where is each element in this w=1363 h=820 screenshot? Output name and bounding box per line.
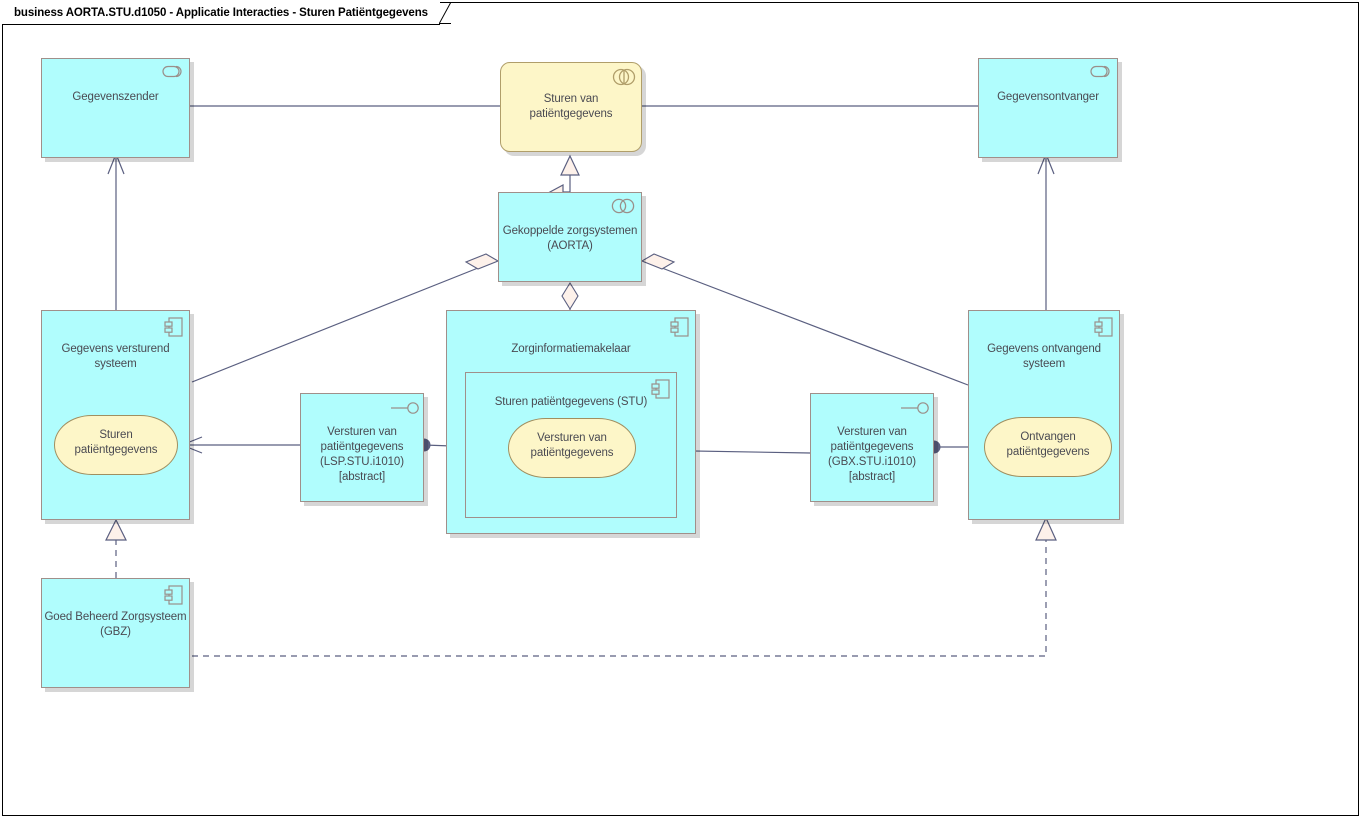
actor-role-icon bbox=[1090, 64, 1112, 79]
node-gegevensontvanger[interactable]: Gegevensontvanger bbox=[978, 58, 1122, 162]
node-body bbox=[54, 415, 178, 475]
component-icon bbox=[651, 378, 671, 400]
tab-slant-decoration bbox=[438, 2, 451, 24]
diagram-title-tab[interactable]: business AORTA.STU.d1050 - Applicatie In… bbox=[2, 2, 451, 25]
component-icon bbox=[164, 584, 184, 606]
node-body bbox=[978, 58, 1118, 158]
node-body bbox=[810, 393, 934, 502]
node-goed-beheerd-zorgsysteem-gbz[interactable]: Goed Beheerd Zorgsysteem (GBZ) bbox=[41, 578, 194, 692]
node-lsp-stu-i1010-interface[interactable]: Versturen van patiëntgegevens (LSP.STU.i… bbox=[300, 393, 428, 506]
node-sturen-patientgegevens-behaviour[interactable]: Sturen patiëntgegevens bbox=[54, 415, 178, 475]
node-body bbox=[498, 192, 642, 282]
collaboration-split-icon bbox=[612, 68, 636, 86]
page-title: business AORTA.STU.d1050 - Applicatie In… bbox=[14, 7, 428, 19]
node-gbx-stu-i1010-interface[interactable]: Versturen van patiëntgegevens (GBX.STU.i… bbox=[810, 393, 938, 506]
node-body bbox=[300, 393, 424, 502]
actor-role-icon bbox=[162, 64, 184, 79]
node-versturen-van-patientgegevens-behaviour[interactable]: Versturen van patiëntgegevens bbox=[508, 418, 636, 478]
node-sturen-van-patientgegevens-collaboration[interactable]: Sturen van patiëntgegevens bbox=[500, 62, 646, 156]
node-body bbox=[984, 417, 1112, 477]
node-body bbox=[968, 310, 1120, 520]
component-icon bbox=[1094, 316, 1114, 338]
node-gegevenszender[interactable]: Gegevenszender bbox=[41, 58, 194, 162]
node-body bbox=[41, 58, 190, 158]
component-icon bbox=[670, 316, 690, 338]
node-gekoppelde-zorgsystemen-aorta[interactable]: Gekoppelde zorgsystemen (AORTA) bbox=[498, 192, 646, 286]
lollipop-interface-icon bbox=[390, 401, 420, 415]
node-gegevens-ontvangend-systeem[interactable]: Gegevens ontvangend systeem bbox=[968, 310, 1124, 524]
node-body bbox=[508, 418, 636, 478]
lollipop-interface-icon bbox=[900, 401, 930, 415]
node-ontvangen-patientgegevens-behaviour[interactable]: Ontvangen patiëntgegevens bbox=[984, 417, 1112, 477]
component-icon bbox=[164, 316, 184, 338]
collaboration-circles-icon bbox=[610, 198, 636, 214]
node-body bbox=[500, 62, 642, 152]
